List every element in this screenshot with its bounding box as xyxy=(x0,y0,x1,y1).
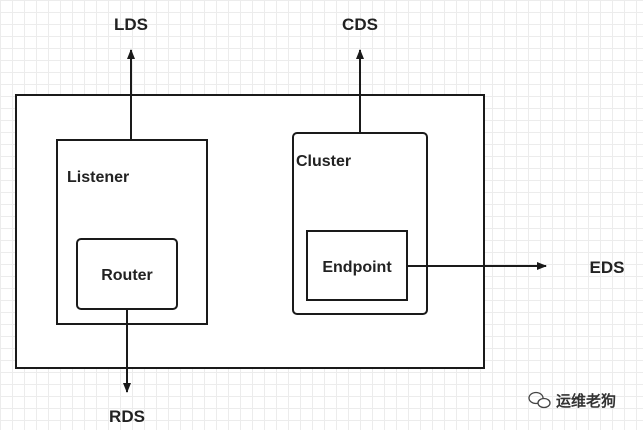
cds-label: CDS xyxy=(342,15,378,34)
cluster-label: Cluster xyxy=(296,153,351,170)
rds-label: RDS xyxy=(109,407,145,426)
router-label: Router xyxy=(101,267,153,284)
listener-label: Listener xyxy=(67,169,129,186)
wechat-icon xyxy=(528,391,551,409)
endpoint-label: Endpoint xyxy=(322,259,392,276)
watermark-text: 运维老狗 xyxy=(556,392,616,410)
eds-label: EDS xyxy=(590,258,625,277)
lds-label: LDS xyxy=(114,15,148,34)
